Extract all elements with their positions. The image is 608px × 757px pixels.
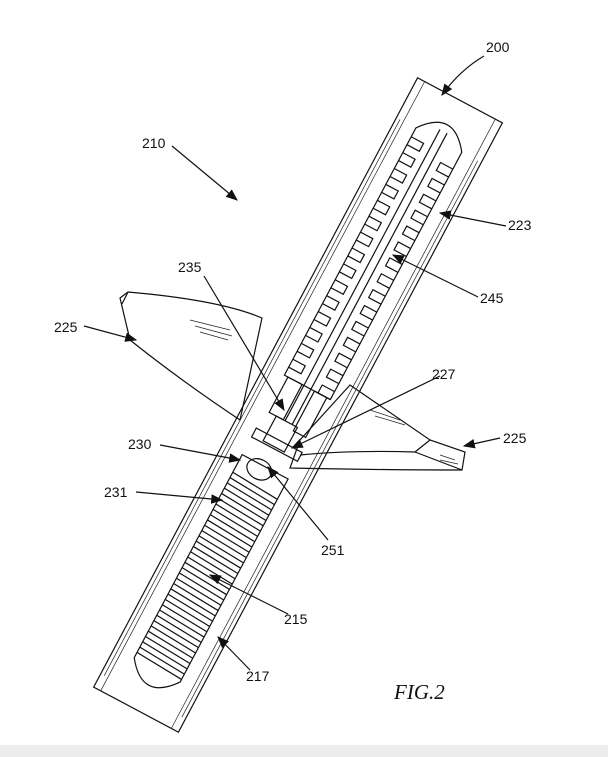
thread-line <box>221 492 267 522</box>
rack-tooth <box>381 183 428 226</box>
leader-200 <box>441 55 485 96</box>
thread-line <box>164 598 211 627</box>
thread-line <box>156 614 202 643</box>
rack-tooth <box>296 342 344 385</box>
thread-line <box>207 519 253 548</box>
thread-line <box>142 641 188 670</box>
label-231: 231 <box>104 484 128 500</box>
figure-caption: FIG.2 <box>393 680 445 704</box>
thread-line <box>215 503 261 532</box>
rack-tooth <box>313 311 361 353</box>
thread-line <box>198 535 244 564</box>
left-wing <box>119 291 263 421</box>
thread-line <box>184 561 230 590</box>
leader-251 <box>267 466 329 541</box>
thread-line <box>181 567 227 596</box>
thread-line <box>167 593 213 622</box>
rack-tooth <box>305 326 352 369</box>
rack-tooth <box>322 295 369 337</box>
label-223: 223 <box>508 217 532 233</box>
thread-line <box>195 540 241 569</box>
right-wing <box>289 384 466 471</box>
thread-line <box>212 508 258 537</box>
thread-line <box>187 556 233 585</box>
thread-line <box>147 630 194 659</box>
label-251: 251 <box>321 542 345 558</box>
thread-line <box>162 604 208 633</box>
rack-tooth <box>389 167 437 210</box>
leader-235 <box>203 275 285 412</box>
leader-215 <box>208 574 289 615</box>
thread-line <box>232 471 278 500</box>
label-230: 230 <box>128 436 152 452</box>
rack-tooth <box>398 152 445 194</box>
leader-225-left <box>83 325 138 342</box>
thread-line <box>173 582 219 612</box>
thread-line <box>193 545 239 575</box>
thread-line <box>178 572 225 601</box>
rack-tooth <box>406 136 454 178</box>
tube-housing <box>92 77 504 733</box>
leader-223 <box>438 210 507 227</box>
label-225-left: 225 <box>54 319 78 335</box>
thread-line <box>150 625 196 654</box>
thread-line <box>204 524 250 553</box>
leader-231 <box>135 491 224 504</box>
leader-217 <box>217 636 251 671</box>
thread-line <box>170 588 216 617</box>
label-225-right: 225 <box>503 430 527 446</box>
label-215: 215 <box>284 611 308 627</box>
leader-230 <box>159 444 242 463</box>
thread-line <box>226 482 272 511</box>
thread-line <box>218 498 264 527</box>
bottom-bar <box>0 745 608 757</box>
label-210: 210 <box>142 135 166 151</box>
thread-line <box>190 551 236 580</box>
thread-line <box>224 487 270 516</box>
leader-225-right <box>462 437 501 449</box>
thread-line <box>153 620 199 649</box>
label-235: 235 <box>178 259 202 275</box>
leader-227 <box>290 375 441 449</box>
thread-line <box>136 651 182 680</box>
thread-line <box>139 646 185 675</box>
leader-210 <box>171 145 238 201</box>
rack-tooth <box>347 247 395 289</box>
leader-245 <box>391 254 479 298</box>
rack-tooth <box>372 199 420 242</box>
thread-line <box>145 635 191 665</box>
thread-line <box>201 530 247 559</box>
label-217: 217 <box>246 668 270 684</box>
label-200: 200 <box>486 39 510 55</box>
thread-line <box>159 609 205 638</box>
thread-line <box>176 577 222 606</box>
rack-tooth <box>339 263 386 305</box>
rack-tooth <box>330 279 378 321</box>
rack-tooth <box>364 215 411 258</box>
thread-line <box>229 477 275 506</box>
label-227: 227 <box>432 366 456 382</box>
thread-line <box>209 514 256 543</box>
label-245: 245 <box>480 290 504 306</box>
